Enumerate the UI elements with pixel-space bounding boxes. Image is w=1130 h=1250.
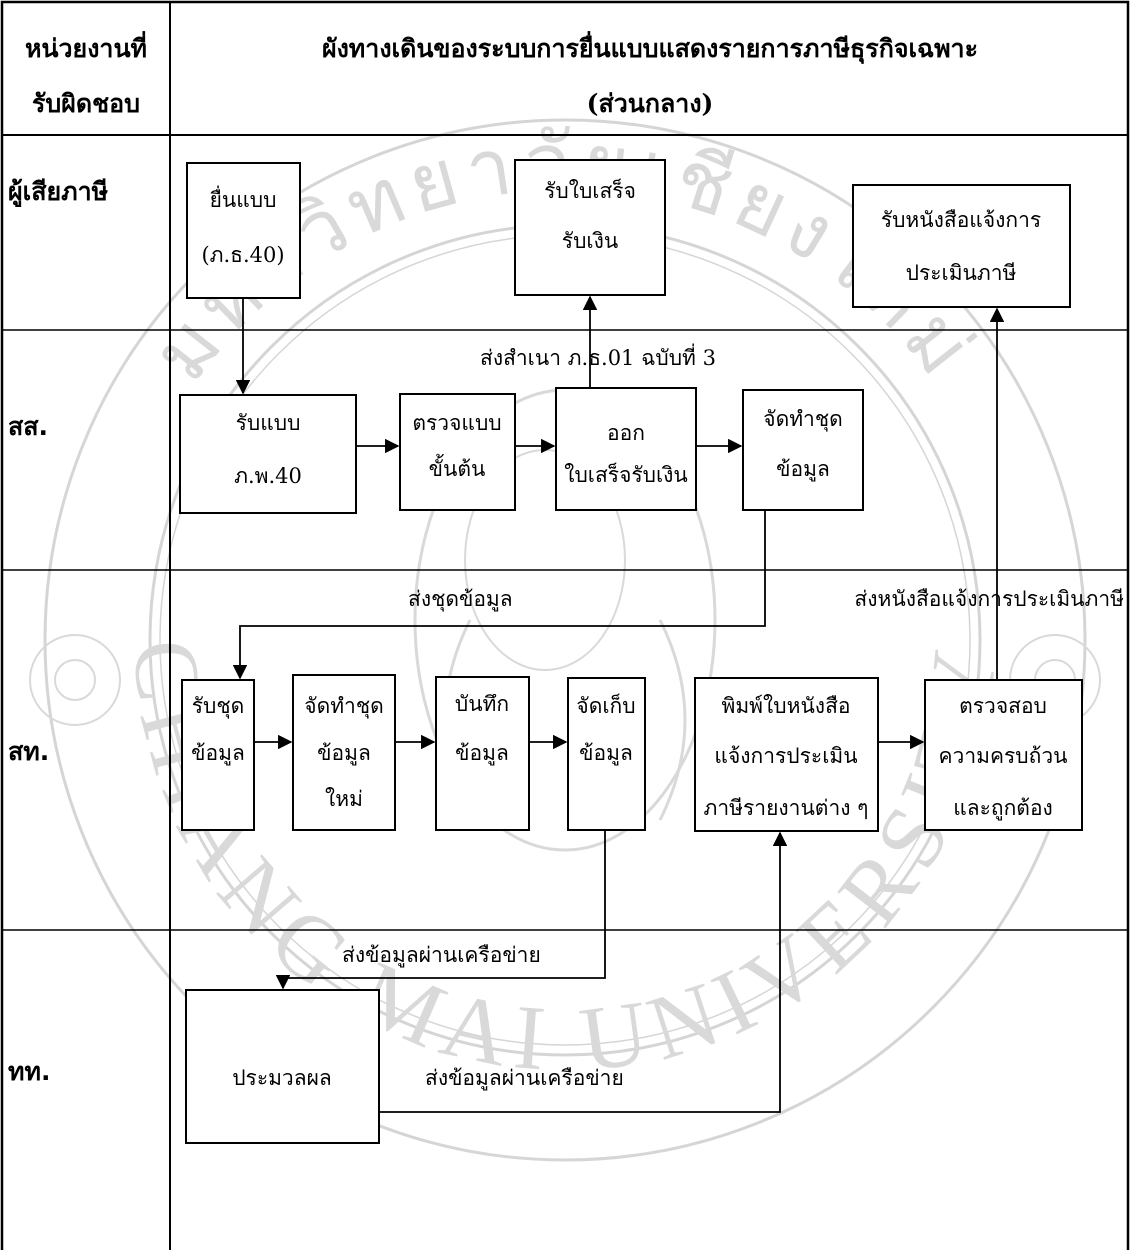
box-verify-line2: ความครบถ้วน: [939, 744, 1068, 768]
box-receive-data-set-line2: ข้อมูล: [191, 741, 245, 766]
header: หน่วยงานที่ รับผิดชอบ ผังทางเดินของระบบก…: [25, 31, 978, 118]
diagram-title-line1: ผังทางเดินของระบบการยื่นแบบแสดงรายการภาษ…: [322, 31, 978, 65]
box-labels: ยื่นแบบ (ภ.ธ.40) รับใบเสร็จ รับเงิน รับห…: [191, 177, 1067, 1090]
box-print-notice-line3: ภาษีรายงานต่าง ๆ: [704, 796, 869, 820]
box-receive-form-line1: รับแบบ: [236, 411, 301, 435]
box-issue-receipt-line2: ใบเสร็จรับเงิน: [564, 461, 688, 487]
box-initial-check: [399, 393, 516, 511]
unit-column-title-line2: รับผิดชอบ: [32, 89, 140, 118]
edge-label-send-network-2: ส่งข้อมูลผ่านเครือข่าย: [425, 1066, 624, 1091]
lane-labels: ผู้เสียภาษี สส. สท. ทท.: [8, 177, 108, 1086]
lane-label-taxpayer: ผู้เสียภาษี: [8, 177, 108, 208]
box-prepare-data-set-line1: จัดทำชุด: [763, 407, 842, 432]
box-record-data-line1: บันทึก: [455, 692, 509, 716]
box-receive-data-set: [181, 679, 255, 831]
box-prepare-data-set-line2: ข้อมูล: [776, 457, 830, 482]
box-store-data-line1: จัดเก็บ: [576, 692, 635, 718]
box-receive-receipt: [514, 159, 666, 296]
box-file-form-line1: ยื่นแบบ: [210, 185, 277, 212]
process-boxes: [179, 159, 1083, 1144]
box-store-data: [567, 677, 646, 831]
arrow-process-to-print: [379, 831, 788, 1113]
edge-labels: ส่งสำเนา ภ.ธ.01 ฉบับที่ 3 ส่งชุดข้อมูล ส…: [342, 343, 1124, 1091]
box-print-notice-line1: พิมพ์ใบหนังสือ: [722, 694, 851, 718]
box-verify-line3: และถูกต้อง: [953, 796, 1053, 821]
unit-column-title-line1: หน่วยงานที่: [25, 31, 147, 63]
box-receive-form-line2: ภ.พ.40: [234, 464, 302, 488]
box-initial-check-line1: ตรวจแบบ: [412, 411, 501, 435]
box-initial-check-line2: ขั้นต้น: [429, 454, 486, 481]
box-file-form: [186, 162, 301, 299]
arrow-prepare-to-receive-set: [232, 510, 766, 680]
box-print-notice: [694, 677, 879, 832]
box-receive-notice-line1: รับหนังสือแจ้งการ: [881, 208, 1041, 232]
box-process: [185, 989, 380, 1144]
box-prepare-new-line3: ใหม่: [325, 787, 363, 811]
box-receive-form: [179, 394, 357, 514]
arrow-store-to-process: [275, 830, 606, 990]
box-receive-notice: [852, 184, 1071, 308]
box-issue-receipt-line1: ออก: [607, 421, 645, 445]
box-store-data-line2: ข้อมูล: [579, 741, 633, 766]
edge-label-send-notice: ส่งหนังสือแจ้งการประเมินภาษี: [854, 587, 1124, 611]
box-verify-line1: ตรวจสอบ: [959, 694, 1047, 718]
box-receive-receipt-line2: รับเงิน: [562, 229, 618, 253]
box-record-data-line2: ข้อมูล: [455, 741, 509, 766]
box-process-line1: ประมวลผล: [232, 1066, 332, 1090]
lane-label-tt: ทท.: [8, 1057, 50, 1086]
box-receive-receipt-line1: รับใบเสร็จ: [544, 177, 636, 203]
box-receive-data-set-line1: รับชุด: [192, 694, 245, 719]
box-prepare-new-line2: ข้อมูล: [317, 741, 371, 766]
edge-label-send-data-set: ส่งชุดข้อมูล: [408, 587, 513, 612]
lane-label-st: สท.: [8, 737, 49, 766]
box-prepare-data-set: [742, 389, 864, 511]
box-receive-notice-line2: ประเมินภาษี: [906, 261, 1017, 285]
connectors: [232, 295, 1005, 1113]
box-print-notice-line2: แจ้งการประเมิน: [714, 744, 857, 768]
lane-label-ss: สส.: [8, 412, 48, 441]
box-prepare-new-data-set: [292, 674, 396, 831]
box-verify: [924, 679, 1083, 831]
box-record-data: [435, 676, 530, 831]
box-issue-receipt: [555, 387, 697, 511]
edge-label-send-network-1: ส่งข้อมูลผ่านเครือข่าย: [342, 943, 541, 968]
box-file-form-line2: (ภ.ธ.40): [201, 243, 284, 267]
diagram-title-line2: (ส่วนกลาง): [587, 89, 714, 118]
box-prepare-new-line1: จัดทำชุด: [304, 694, 383, 719]
edge-label-send-copy: ส่งสำเนา ภ.ธ.01 ฉบับที่ 3: [480, 343, 716, 370]
